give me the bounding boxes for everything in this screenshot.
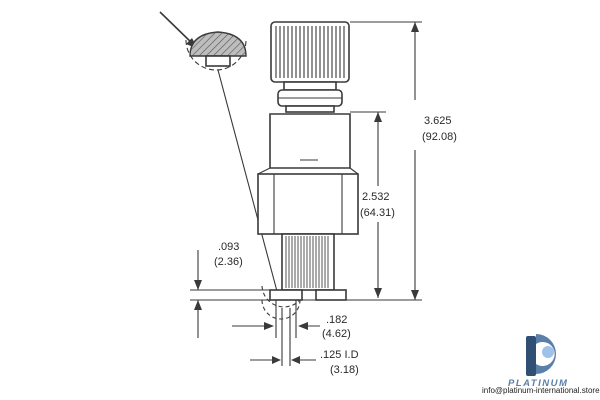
threaded-stem	[281, 233, 335, 291]
detail-leader-arrow	[159, 11, 198, 49]
hex-nut	[277, 81, 343, 113]
label-flange-mm: (2.36)	[214, 256, 243, 268]
label-body-mm: (64.31)	[360, 207, 395, 219]
brand-name: PLATINUM	[508, 378, 568, 389]
label-flange-in: .093	[218, 241, 239, 253]
dim-inner-diameter	[250, 308, 316, 366]
detail-circle	[261, 285, 301, 308]
dim-pin-width	[232, 300, 320, 338]
label-id-in: .125 I.D	[320, 349, 359, 361]
detail-leader-line	[217, 69, 279, 296]
bottom-flange	[262, 289, 352, 301]
dim-overall-height	[346, 21, 422, 301]
label-pin-in: .182	[326, 314, 347, 326]
store-email: info@platinum-international.store	[482, 386, 600, 395]
hex-body	[257, 167, 359, 235]
dim-body-height	[350, 111, 386, 298]
dim-flange	[190, 250, 270, 338]
label-id-mm: (3.18)	[330, 364, 359, 376]
detail-view	[185, 31, 247, 71]
label-overall-mm: (92.08)	[422, 131, 457, 143]
platinum-logo-icon	[526, 334, 556, 376]
knurled-knob	[270, 21, 350, 83]
upper-body	[269, 113, 351, 169]
label-body-in: 2.532	[362, 191, 390, 203]
label-overall-in: 3.625	[424, 115, 452, 127]
label-pin-mm: (4.62)	[322, 328, 351, 340]
